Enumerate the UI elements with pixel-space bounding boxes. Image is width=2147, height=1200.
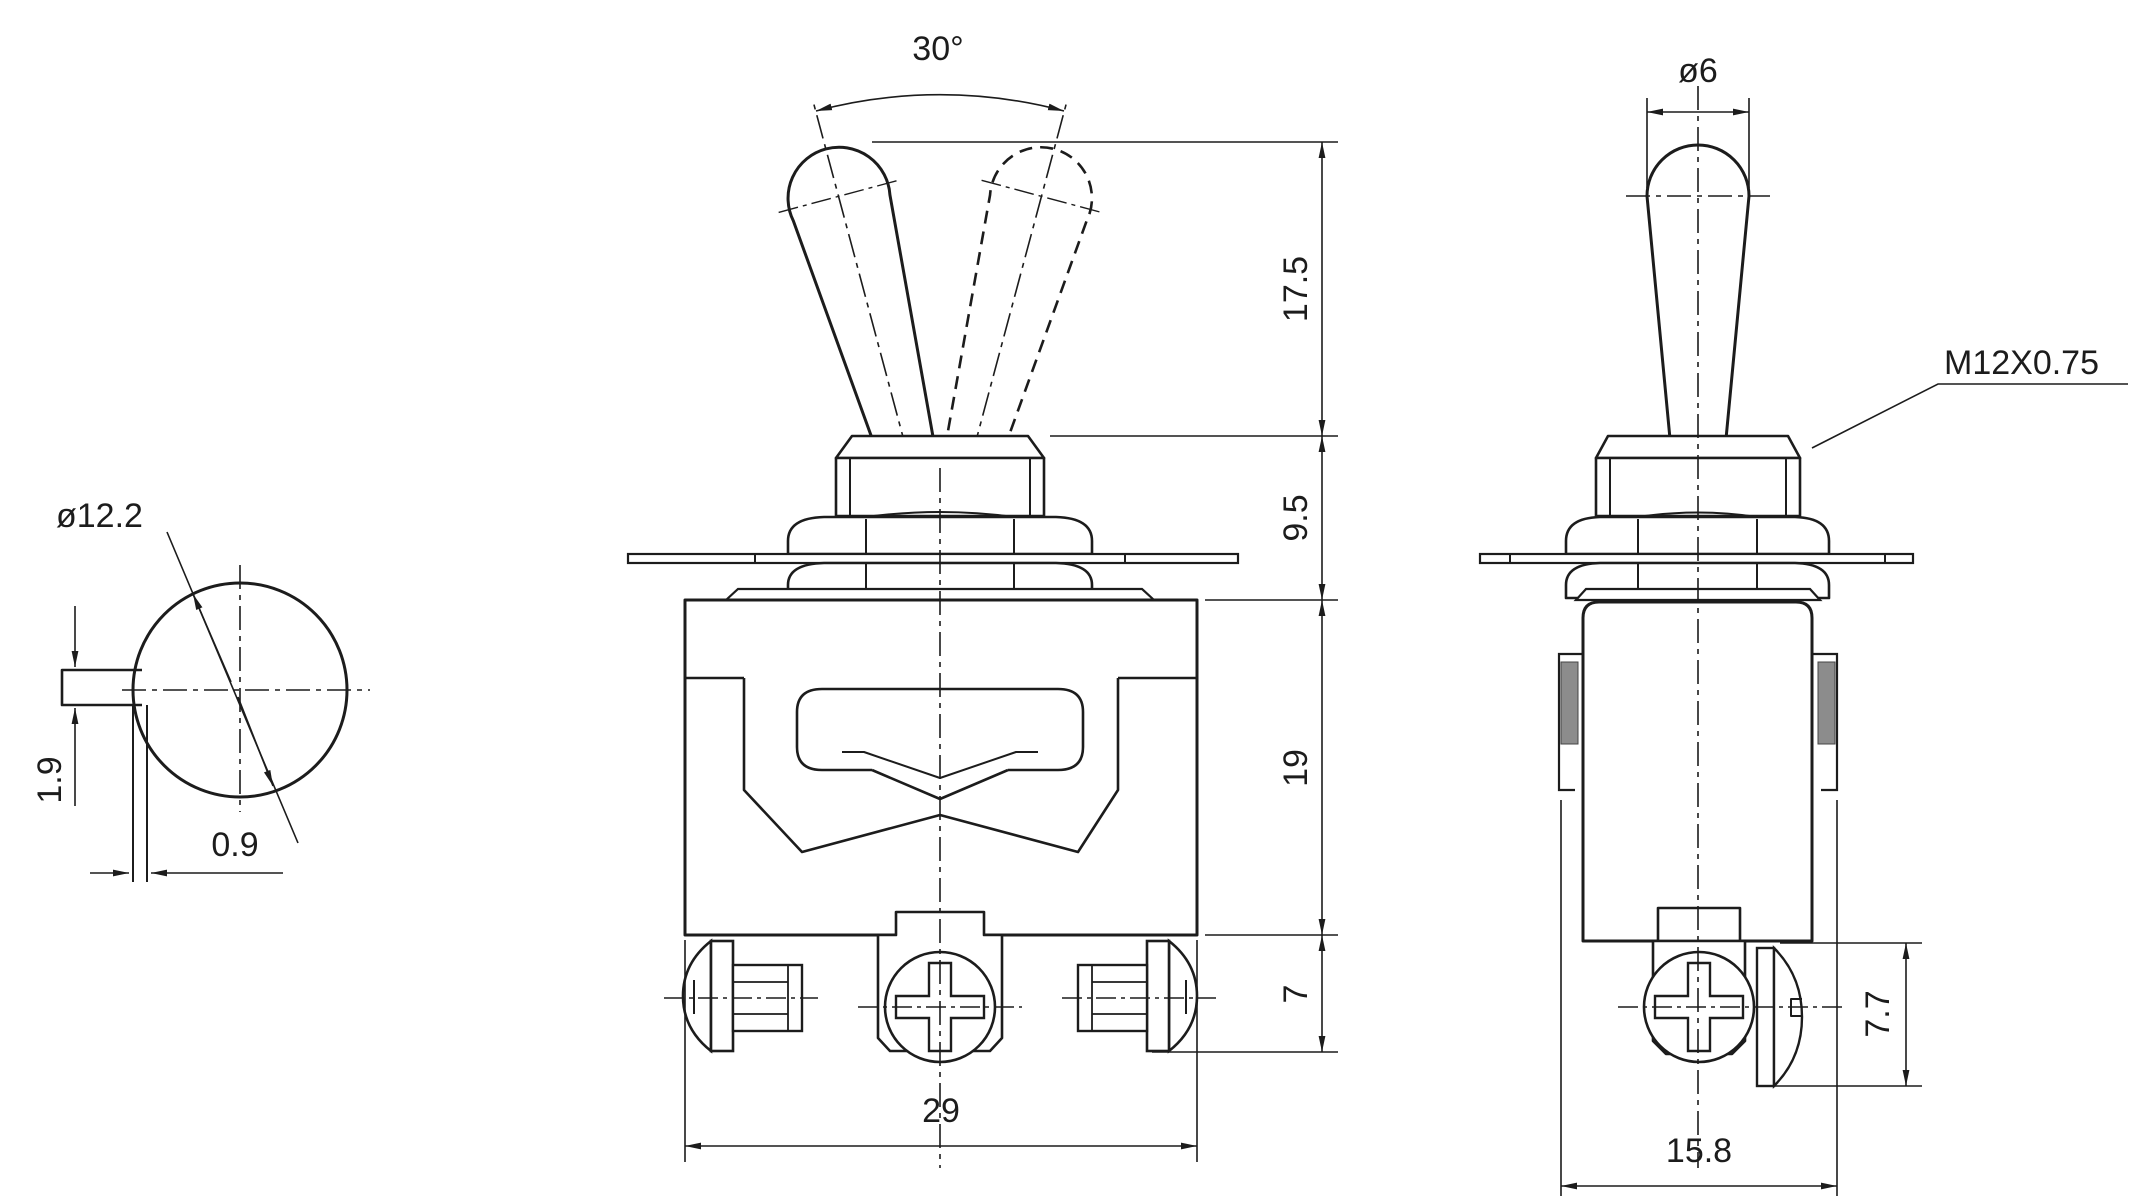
washer-notches	[754, 554, 1126, 563]
thread-leader-line	[1811, 383, 2128, 449]
toggle-lever-solid	[786, 145, 941, 487]
rear-screw-flange	[1755, 946, 1776, 1088]
right-screw-dome	[1167, 938, 1199, 1054]
toggle-lever-side	[1645, 143, 1751, 462]
lever-axis-right-tick	[981, 179, 1102, 214]
dim-label-lever-height: 17.5	[1277, 256, 1315, 322]
side-switch-body	[1581, 600, 1814, 943]
keyway-tab	[60, 668, 142, 707]
dim-label-lever-diameter: ø6	[1678, 52, 1718, 90]
dim-label-throw-angle: 30°	[912, 30, 963, 68]
lever-solid-group	[786, 145, 941, 487]
front-view: 30°	[626, 30, 1338, 1168]
switch-body	[683, 598, 1199, 937]
dim-label-key-height: 1.9	[31, 756, 69, 803]
lever-axis-left-tick	[778, 179, 899, 214]
clip-tab-left	[1560, 661, 1579, 745]
side-terminal-top	[1656, 906, 1742, 943]
lever-dashed-group	[939, 145, 1094, 487]
center-screw-phillips-cross	[894, 961, 986, 1053]
diameter-arrow-lower	[237, 696, 274, 787]
dim-label-body-height: 19	[1277, 749, 1315, 787]
dim-label-diameter: ø12.2	[56, 497, 143, 535]
mounting-washer	[626, 552, 1240, 565]
side-mounting-washer	[1478, 552, 1915, 565]
right-screw-threads	[1091, 965, 1147, 1031]
extension-lines-width	[684, 940, 1198, 1162]
bushing-thread-lines	[849, 458, 1031, 516]
diameter-arrow-upper	[192, 593, 232, 683]
dim-label-terminal-height: 7	[1277, 985, 1315, 1004]
clip-tab-right	[1817, 661, 1836, 745]
hex-nut-upper	[786, 515, 1094, 556]
bushing-top-face	[834, 434, 1046, 460]
left-view: ø12.2 1.9 0.9	[31, 497, 370, 882]
bushing-circle	[131, 581, 349, 799]
left-screw-flange	[709, 939, 735, 1053]
mounting-clip-arms	[1557, 652, 1839, 792]
dim-label-thread-spec: M12X0.75	[1944, 344, 2099, 382]
dim-label-key-width: 0.9	[211, 826, 258, 864]
throw-angle-arc	[815, 93, 1065, 112]
dim-label-body-depth: 15.8	[1666, 1132, 1732, 1170]
side-view: ø6 M12X0.75 7.7	[1478, 52, 2128, 1196]
dim-label-body-width: 29	[922, 1092, 960, 1130]
terminal-height-extensions	[1765, 942, 1922, 1087]
toggle-lever-dashed	[939, 145, 1094, 487]
side-screw-phillips-cross	[1653, 961, 1745, 1053]
dim-label-bushing-height: 9.5	[1277, 494, 1315, 541]
side-bushing-thread-lines	[1609, 458, 1787, 516]
body-depth-extensions	[1560, 800, 1838, 1196]
extension-lines-right	[1050, 435, 1338, 1053]
left-screw-dome	[681, 938, 713, 1054]
rear-screw-dome	[1772, 945, 1804, 1089]
dim-label-side-terminal-height: 7.7	[1859, 990, 1897, 1037]
side-washer-notches	[1509, 554, 1886, 563]
side-hex-nut-upper	[1564, 515, 1831, 556]
diameter-leader-line	[166, 531, 299, 844]
right-screw-flange	[1145, 939, 1171, 1053]
left-screw-threads	[733, 965, 789, 1031]
